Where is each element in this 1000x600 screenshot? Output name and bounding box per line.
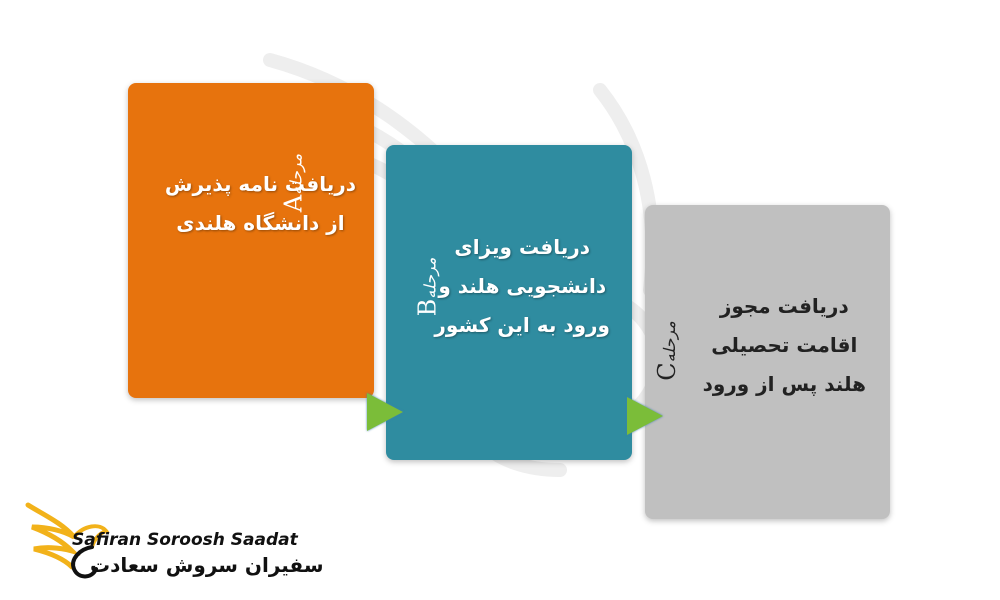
step-b-line: دانشجویی هلند و	[438, 274, 607, 298]
stage-letter: A	[279, 194, 308, 213]
step-c-box: دریافت مجوز اقامت تحصیلی هلند پس از ورود…	[645, 205, 890, 519]
step-a-line: از دانشگاه هلندی	[176, 211, 345, 235]
step-a-text: دریافت نامه پذیرش از دانشگاه هلندی	[165, 165, 356, 243]
step-c-text: دریافت مجوز اقامت تحصیلی هلند پس از ورود	[703, 287, 866, 404]
step-c-line: هلند پس از ورود	[702, 372, 866, 396]
stage-word: مرحله	[420, 257, 440, 299]
step-a-stage-label: مرحلهA	[279, 154, 307, 213]
logo-text-persian: سفیران سروش سعادت	[90, 553, 324, 577]
arrow-right-icon	[367, 393, 403, 431]
stage-letter: C	[652, 362, 681, 381]
logo-text-english: Safiran Soroosh Saadat	[72, 530, 298, 550]
step-c-line: اقامت تحصیلی	[711, 333, 858, 357]
stage-letter: B	[413, 298, 442, 317]
step-a-line: دریافت نامه پذیرش	[164, 172, 356, 196]
step-b-line: دریافت ویزای	[454, 235, 591, 259]
stage-word: مرحله	[659, 321, 679, 363]
step-b-box: دریافت ویزای دانشجویی هلند و ورود به این…	[386, 145, 632, 460]
phoenix-bird-icon	[25, 502, 110, 579]
step-b-stage-label: مرحلهB	[413, 258, 441, 317]
stage-word: مرحله	[286, 153, 306, 195]
step-c-stage-label: مرحلهC	[653, 321, 681, 381]
step-b-text: دریافت ویزای دانشجویی هلند و ورود به این…	[434, 228, 610, 345]
step-c-line: دریافت مجوز	[719, 294, 849, 318]
step-b-line: ورود به این کشور	[434, 313, 610, 337]
step-a-box: دریافت نامه پذیرش از دانشگاه هلندی مرحله…	[128, 83, 374, 398]
arrow-right-icon	[627, 397, 663, 435]
